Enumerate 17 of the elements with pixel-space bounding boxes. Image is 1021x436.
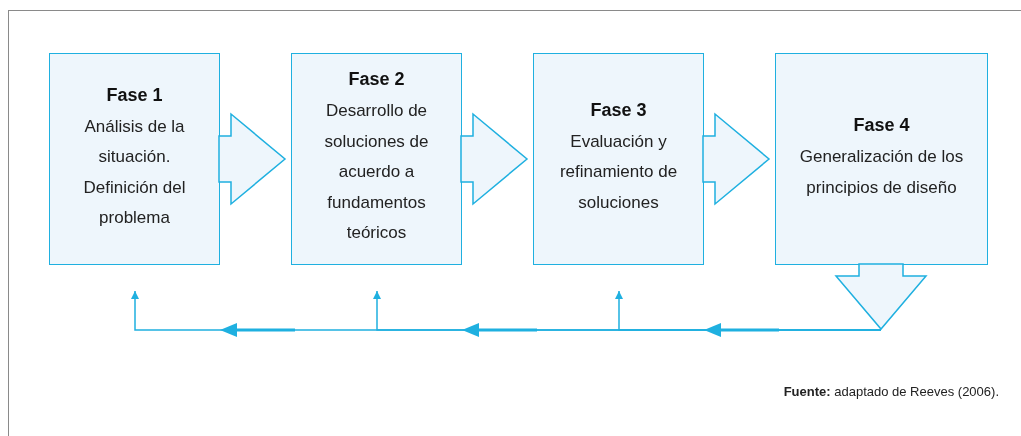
phase-description: Evaluación y refinamiento de soluciones xyxy=(558,130,679,214)
phase-title: Fase 1 xyxy=(106,84,163,106)
phase-description: Análisis de la situación. Definición del problema xyxy=(82,115,187,229)
phase-box xyxy=(775,53,988,265)
feedback-arrow xyxy=(131,290,882,331)
phase-title: Fase 3 xyxy=(590,99,647,121)
phase-box xyxy=(291,53,462,265)
phase-description: Desarrollo de soluciones de acuerdo a fundamentos teóricos xyxy=(323,100,430,245)
phase-box xyxy=(533,53,704,265)
block-arrow xyxy=(460,112,529,206)
source-note: Fuente: adaptado de Reeves (2006). xyxy=(783,384,999,399)
block-arrow xyxy=(702,112,771,206)
phase-title: Fase 2 xyxy=(348,69,405,91)
phase-box xyxy=(49,53,220,265)
phase-description: Generalización de los principios de diseño xyxy=(798,146,965,199)
block-arrow xyxy=(218,112,287,206)
phase-title: Fase 4 xyxy=(853,115,910,136)
